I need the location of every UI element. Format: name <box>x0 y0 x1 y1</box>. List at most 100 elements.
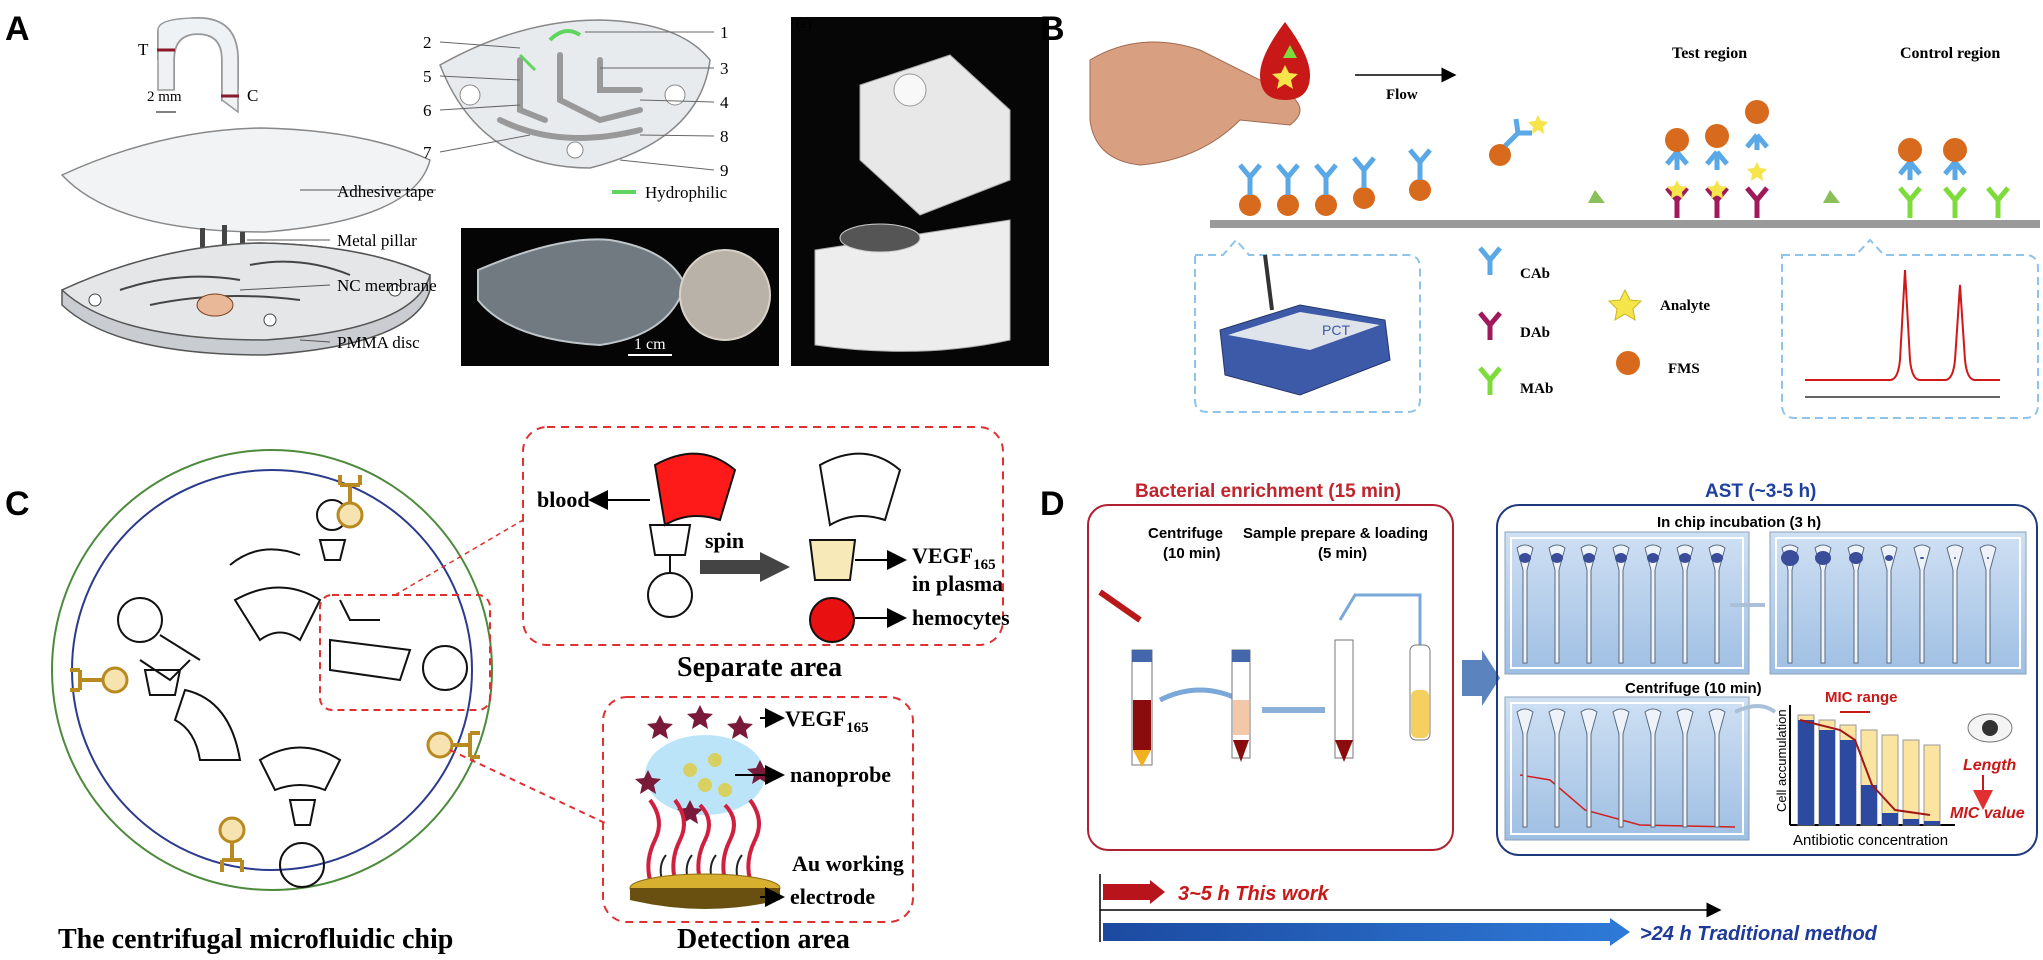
test-region-complexes <box>1665 100 1769 218</box>
dna-strands <box>646 798 761 881</box>
signal-inset-frame <box>1781 238 2039 419</box>
mic-bar-fill <box>1882 813 1898 825</box>
chip-inner-ring <box>71 469 473 871</box>
centrifuge-1-time: (10 min) <box>1163 545 1221 562</box>
traditional-label: >24 h Traditional method <box>1640 923 1878 945</box>
mab-icon <box>1478 366 1502 395</box>
mic-bar-fill <box>1840 740 1856 825</box>
chip-electrodes <box>70 475 480 872</box>
cab-fms-conjugates <box>1238 115 1548 216</box>
ast-title: AST (~3-5 h) <box>1705 481 1816 502</box>
svg-text:8: 8 <box>720 127 729 146</box>
test-strip: T C 2 mm <box>138 16 258 114</box>
chip-number-labels: 1 2 3 4 5 6 7 8 9 <box>423 23 729 180</box>
this-work-label: 3~5 h This work <box>1178 883 1329 905</box>
mic-chart: Cell accumulation Antibiotic concentrati… <box>1774 689 2025 849</box>
svg-text:3: 3 <box>720 59 729 78</box>
pct-device-text: PCT <box>1322 322 1350 338</box>
flow-arrow-d <box>1462 650 1500 706</box>
control-region-complexes <box>1898 138 2010 218</box>
mic-bar-fill <box>1798 720 1814 825</box>
svg-text:FMS: FMS <box>1668 361 1700 377</box>
panel-b: B Flow Test region Control region <box>1040 10 2040 419</box>
detection-area-box <box>602 696 914 923</box>
svg-text:1: 1 <box>720 23 729 42</box>
adhesive-tape-layer <box>60 127 431 233</box>
vegf165-label: VEGF165 <box>785 706 869 736</box>
mic-bar-fill <box>1924 821 1940 825</box>
layer-adhesive: Adhesive tape <box>337 182 434 201</box>
mic-value-label: MIC value <box>1950 805 2025 822</box>
test-region-label: Test region <box>1672 45 1747 62</box>
ast-box <box>1496 504 2038 856</box>
svg-text:MAb: MAb <box>1520 381 1553 397</box>
panel-c: C <box>5 426 1010 955</box>
bacterial-title: Bacterial enrichment (15 min) <box>1135 481 1401 502</box>
sample-label: Sample prepare & loading <box>1243 525 1428 542</box>
pmma-disc <box>60 242 431 356</box>
device-base <box>814 219 1011 352</box>
chip-leader-lines <box>439 31 715 171</box>
nanoprobe-particles <box>683 753 732 797</box>
analyte-icon <box>1607 288 1643 321</box>
layer-nc: NC membrane <box>337 276 437 295</box>
length-label: Length <box>1963 757 2017 774</box>
hydrophilic-legend: Hydrophilic <box>645 183 728 202</box>
panel-label-a: A <box>5 10 30 48</box>
chip-units <box>117 499 468 888</box>
mic-bar-fill <box>1861 785 1877 825</box>
panel-label-c: C <box>5 485 30 523</box>
dab-icon <box>1478 311 1502 340</box>
mic-bar <box>1881 734 1899 826</box>
nanoprobe-label: nanoprobe <box>790 762 891 787</box>
incubation-label: In chip incubation (3 h) <box>1657 514 1821 531</box>
sample-tubes <box>1098 589 1431 767</box>
traditional-bar <box>1103 918 1630 946</box>
mic-bar-fill <box>1903 819 1919 825</box>
hemocytes-label: hemocytes <box>912 605 1010 630</box>
separate-unit-after <box>808 452 902 643</box>
svg-text:4: 4 <box>720 93 729 112</box>
svg-text:DAb: DAb <box>1520 325 1550 341</box>
mic-bar <box>1923 744 1941 826</box>
analyte-triangle <box>1588 190 1605 203</box>
detection-area-title: Detection area <box>677 924 850 955</box>
svg-text:Analyte: Analyte <box>1660 298 1710 314</box>
chip-outer-ring <box>51 449 493 891</box>
vegf-plasma-label: VEGF165 <box>912 543 996 573</box>
this-work-bar <box>1103 880 1165 904</box>
mic-range-label: MIC range <box>1825 689 1898 706</box>
svg-text:2: 2 <box>423 33 432 52</box>
bacterial-box <box>1087 504 1454 851</box>
in-plasma-label: in plasma <box>912 571 1003 596</box>
strip-t-label: T <box>138 40 149 59</box>
spin-arrow <box>700 552 790 582</box>
au-label-1: Au working <box>792 851 904 876</box>
svg-text:CAb: CAb <box>1520 266 1550 282</box>
cell-accumulation-label: Cell accumulation <box>1774 709 1789 812</box>
au-label-2: electrode <box>790 884 875 909</box>
analyte-triangle-2 <box>1823 190 1840 203</box>
membrane-strip <box>1210 220 2040 228</box>
centrifuge-1-label: Centrifuge <box>1148 525 1223 542</box>
metal-pillars <box>200 225 245 252</box>
svg-text:6: 6 <box>423 101 432 120</box>
photo-e-label: (e) <box>796 17 812 32</box>
legend-b: CAb DAb MAb Analyte FMS <box>1478 246 1710 397</box>
svg-text:7: 7 <box>423 143 432 162</box>
centrifuge-2-label: Centrifuge (10 min) <box>1625 680 1762 697</box>
layer-pmma: PMMA disc <box>337 333 420 352</box>
antibiotic-label: Antibiotic concentration <box>1793 832 1948 849</box>
spin-label: spin <box>705 528 744 553</box>
strip-c-label: C <box>247 86 258 105</box>
panel-a: A T C 2 mm Adhesive tape Metal pillar <box>5 10 1049 366</box>
zoom-box-separate <box>319 594 491 711</box>
mic-bar-fill <box>1819 730 1835 825</box>
control-region-label: Control region <box>1900 45 2000 62</box>
cab-icon <box>1478 246 1502 275</box>
chip-channels <box>1516 544 1726 664</box>
coin-photo <box>679 249 771 341</box>
syringe <box>1098 589 1142 623</box>
strip-scale: 2 mm <box>147 89 182 105</box>
panel-label-b: B <box>1040 10 1065 48</box>
